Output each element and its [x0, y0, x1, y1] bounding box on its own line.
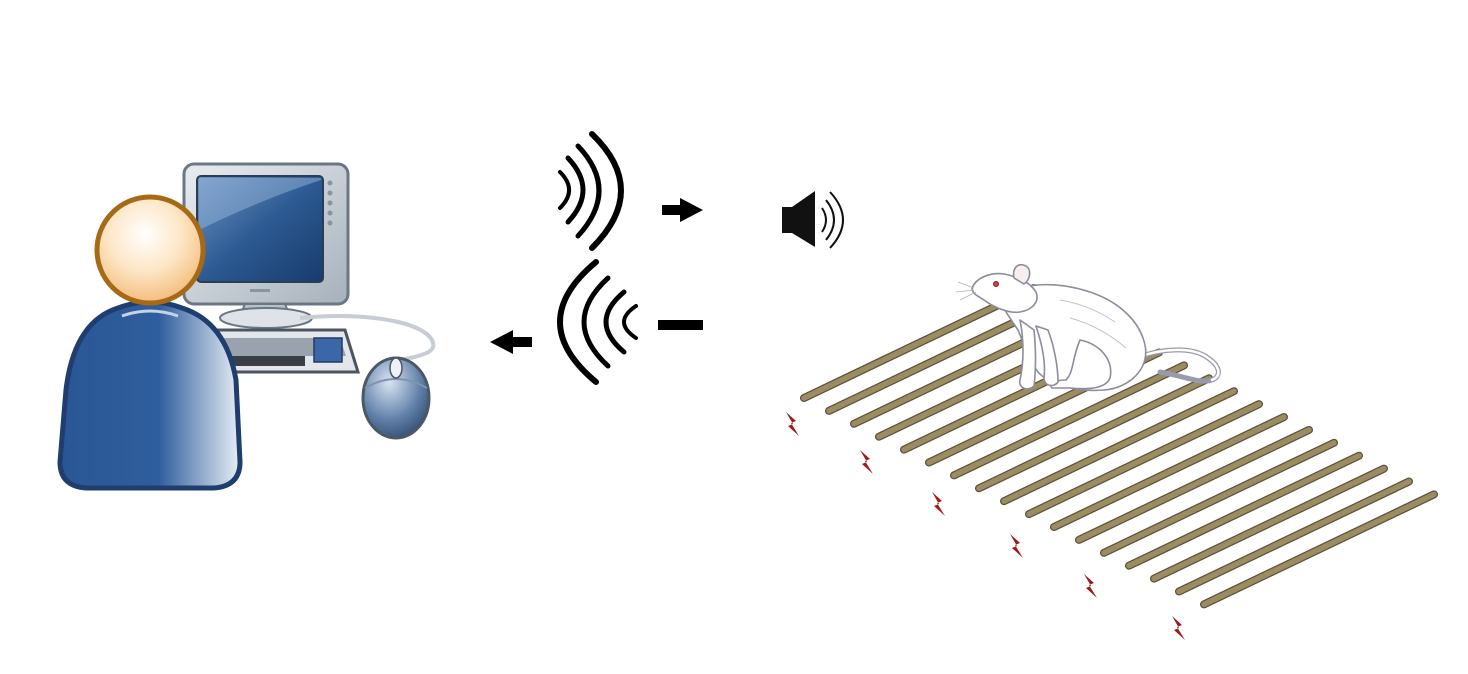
grid-bar [1051, 414, 1287, 530]
grid-bar [1201, 491, 1437, 608]
signal-right-arrow-icon [662, 198, 703, 222]
lightning-bolt-icon [1010, 534, 1023, 558]
rat-ear [1012, 263, 1031, 285]
person-body-icon [57, 299, 243, 491]
person-head-icon [94, 194, 206, 306]
lightning-bolt-icon [932, 492, 945, 516]
keyboard-icon [202, 328, 361, 374]
mouse-cable [299, 314, 436, 364]
lightning-bolt-icon [1084, 574, 1097, 598]
lightning-bolt-icon [860, 450, 873, 474]
grid-bar [1126, 452, 1362, 569]
grid-bar [976, 375, 1212, 492]
rat-head [971, 272, 1038, 314]
incoming-signal-dash [658, 320, 703, 330]
rat-hind-leg [1050, 339, 1112, 390]
grid-bar [1101, 440, 1337, 556]
grid-bar [1151, 465, 1387, 582]
shock-markers [786, 412, 1185, 640]
rat-icon [955, 263, 1221, 392]
operator-computer-group [57, 162, 436, 491]
speaker-icon [782, 191, 844, 249]
outgoing-wave-arcs [558, 131, 624, 251]
rat-eye [993, 280, 1000, 287]
wireless-signal-icon [490, 131, 703, 385]
rat-front-leg [1018, 319, 1037, 390]
grid-bar [1026, 401, 1262, 517]
grid-bar [1176, 478, 1412, 595]
grid-bar [1076, 427, 1312, 543]
grid-bar [1001, 388, 1237, 504]
lightning-bolt-icon [786, 412, 799, 436]
signal-left-arrow-icon [490, 330, 532, 354]
lightning-bolt-icon [1172, 616, 1185, 640]
computer-monitor-icon [182, 162, 350, 329]
grid-bar [951, 362, 1187, 479]
incoming-wave-arcs [557, 259, 638, 385]
mouse-icon [361, 356, 431, 440]
